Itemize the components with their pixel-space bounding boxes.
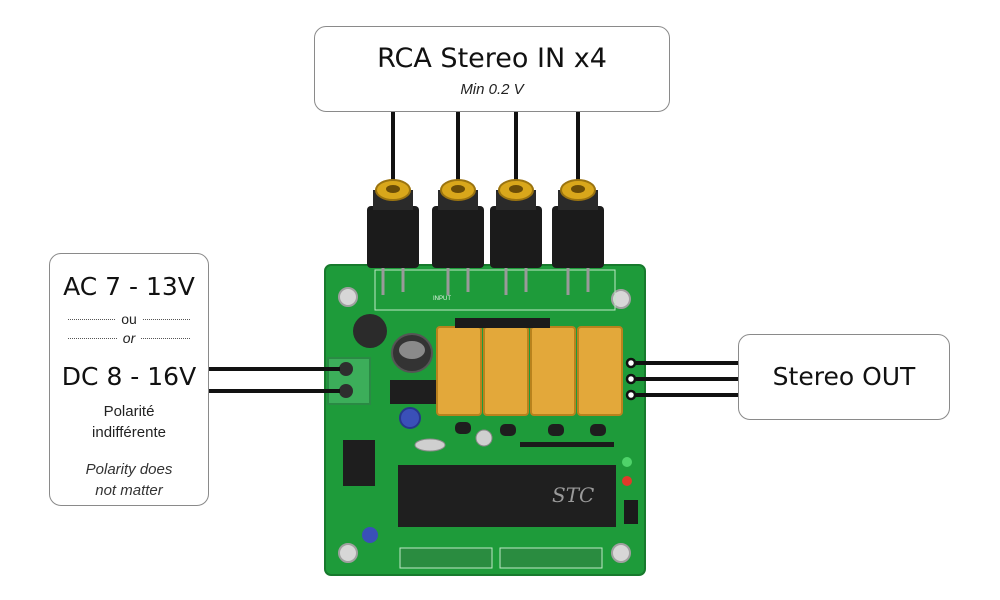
- input-silk-label: INPUT: [433, 296, 451, 302]
- input-label-box: RCA Stereo IN x4 Min 0.2 V: [314, 26, 670, 112]
- polarity-note-en: Polarity does not matter: [50, 459, 208, 501]
- input-subtitle: Min 0.2 V: [460, 81, 524, 98]
- output-pins: [625, 357, 637, 401]
- polarity-note-fr: Polarité indifférente: [50, 401, 208, 443]
- input-title: RCA Stereo IN x4: [377, 43, 607, 74]
- power-label-box: AC 7 - 13V ou or DC 8 - 16V Polarité ind…: [49, 253, 209, 506]
- buzzer: [353, 314, 387, 348]
- output-title: Stereo OUT: [772, 362, 916, 391]
- small-ic: [343, 440, 375, 486]
- relays: [436, 326, 623, 416]
- input-wires: [391, 112, 580, 182]
- or-separator: or: [68, 330, 191, 346]
- ou-separator: ou: [68, 311, 191, 327]
- microcontroller-chip: [398, 465, 616, 527]
- dc-voltage-label: DC 8 - 16V: [61, 362, 197, 391]
- header-left: [399, 547, 493, 569]
- ceramic-capacitor: [399, 407, 421, 429]
- polarity-note-en-line1: Polarity does: [85, 461, 173, 478]
- transistors: [455, 422, 606, 436]
- output-wires: [636, 361, 738, 397]
- mounting-holes: [338, 287, 631, 563]
- chip-brand: STC: [552, 483, 594, 507]
- rca-jacks: [367, 179, 604, 295]
- polarity-note-fr-line2: indifférente: [92, 424, 166, 441]
- led-red: [622, 476, 632, 486]
- polarity-note-en-line2: not matter: [95, 482, 163, 499]
- power-terminal: [327, 357, 371, 405]
- polarity-note-fr-line1: Polarité: [103, 403, 155, 420]
- power-wires: [209, 367, 340, 393]
- ou-label: ou: [121, 311, 137, 327]
- ac-voltage-label: AC 7 - 13V: [63, 272, 195, 301]
- or-label: or: [122, 330, 136, 346]
- output-label-box: Stereo OUT: [738, 334, 950, 420]
- header-right: [499, 547, 603, 569]
- led-green: [622, 457, 632, 467]
- voltage-regulator: [390, 380, 436, 404]
